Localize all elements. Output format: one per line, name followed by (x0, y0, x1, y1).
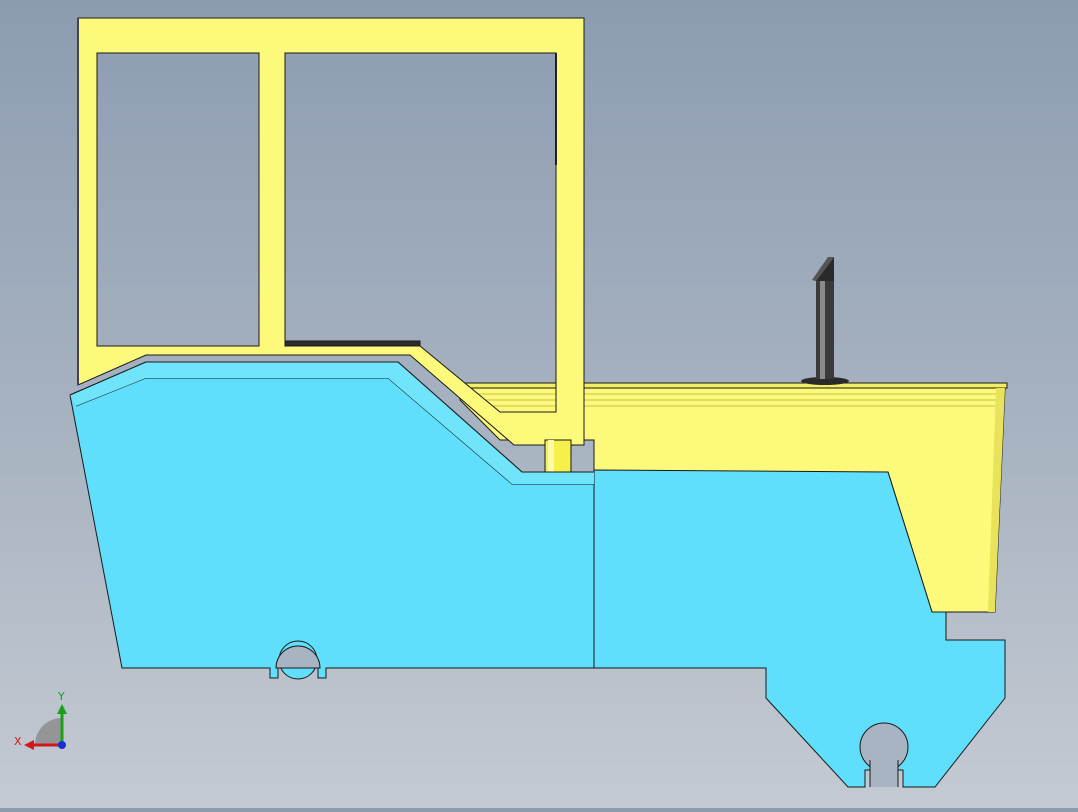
rear-pin-notch (859, 722, 909, 787)
exhaust-pipe[interactable] (801, 257, 849, 385)
y-axis-label: Y (57, 690, 65, 703)
cab-post (544, 439, 572, 476)
front-pin-notch (275, 640, 321, 680)
z-axis-icon (58, 741, 66, 749)
coordinate-triad: Y X (14, 690, 67, 750)
triad-arc-icon (35, 718, 62, 745)
cab-frame[interactable] (77, 17, 585, 446)
x-axis-label: X (14, 735, 22, 748)
